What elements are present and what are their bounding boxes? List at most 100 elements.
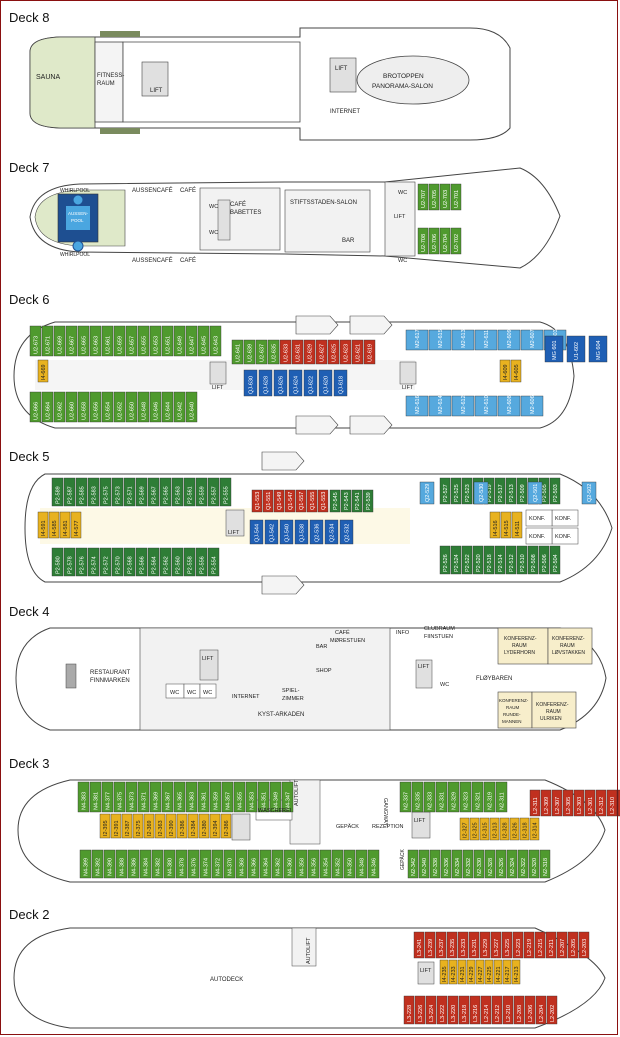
cabin: [480, 995, 492, 1025]
cabin: [520, 395, 544, 417]
cabin-label: U2-701: [454, 190, 460, 208]
cabin-label: U2-665: [82, 336, 88, 354]
cabin-label: U2-673: [34, 336, 40, 354]
cabin-label: P2-555: [224, 486, 230, 504]
cabin: [490, 931, 502, 959]
label-gepaeck-a: GEPÄCK: [336, 823, 359, 830]
cabin: [510, 359, 522, 383]
cabin-label: I4-515: [504, 520, 510, 536]
cabin-label: I2-325: [473, 822, 479, 838]
cabin: [29, 391, 42, 423]
brotoppen-ellipse: [356, 55, 470, 105]
cabin-label: U2-702: [454, 234, 460, 252]
autolift-2: [291, 927, 317, 967]
cabin: [413, 931, 425, 959]
label-lift-6a: LIFT: [212, 385, 224, 391]
cabin: [512, 931, 524, 959]
cabin-label: QJ-624: [294, 376, 300, 394]
wc-block-7: [384, 181, 416, 257]
cabin-label: P2-573: [116, 486, 122, 504]
cabin: [351, 489, 363, 513]
cabin: [79, 849, 92, 879]
cabin-label: L3-241: [417, 939, 423, 956]
cabin-label: P2-585: [80, 486, 86, 504]
cabin-label: P2-545: [333, 492, 339, 510]
label-k3-2: RAUM: [506, 705, 520, 710]
cabin: [546, 995, 558, 1025]
cabin-label: U2-655: [142, 336, 148, 354]
label-lift-7: LIFT: [394, 214, 406, 220]
cabin: [578, 931, 590, 959]
cabin: [75, 547, 88, 577]
cabin-label: N4-392: [96, 858, 102, 876]
label-restaurant-1: RESTAURANT: [90, 670, 131, 676]
cabin: [439, 959, 449, 985]
cabin: [484, 959, 494, 985]
cabin-label: Q2-534: [330, 524, 336, 542]
cabin-label: I2-369: [147, 820, 153, 836]
label-k3-3: RUNDE-: [503, 712, 521, 717]
cabin-label: P2-568: [128, 556, 134, 574]
cabin-label: N4-370: [228, 858, 234, 876]
cabin-label: U1-602: [574, 342, 580, 360]
cabin-label: N4-362: [276, 858, 282, 876]
cabin-label: U2-635: [272, 344, 278, 362]
cabin-label: Q1-553: [321, 492, 327, 510]
cabin-label: N4-376: [192, 858, 198, 876]
cabin: [428, 395, 452, 417]
cabin: [544, 335, 564, 363]
cabin: [505, 477, 517, 505]
cabin-label: P2-587: [68, 486, 74, 504]
cabin: [127, 849, 140, 879]
cabin-label: P2-570: [116, 556, 122, 574]
cabin-label: N4-365: [178, 792, 184, 810]
cabin: [556, 931, 568, 959]
cabin: [51, 547, 64, 577]
railing-bottom: [100, 128, 140, 134]
label-cafe-bottom: CAFÉ: [180, 257, 196, 264]
cabin-label: I4-609: [503, 364, 509, 380]
cabin-label: N4-347: [286, 792, 292, 810]
cabin-label: N2-333: [428, 792, 434, 810]
cabin: [529, 817, 540, 841]
cabin-label: L2-223: [516, 939, 522, 956]
cabin-label: N2-326: [499, 858, 505, 876]
cabin: [187, 849, 200, 879]
cabin: [284, 489, 296, 513]
autolift-3: [289, 779, 321, 845]
sauna-area: [29, 36, 96, 129]
cabin: [319, 849, 332, 879]
cabin-label: N4-364: [264, 858, 270, 876]
cabin-label: P2-520: [476, 554, 482, 572]
cabin-label: L2-214: [484, 1005, 490, 1022]
deck-6-title: Deck 6: [9, 292, 50, 307]
cabin: [137, 781, 150, 813]
label-konf-3: KONF.: [529, 534, 546, 540]
cabin: [497, 329, 521, 351]
lift-block-a: [141, 61, 169, 97]
cabin: [89, 391, 102, 423]
cabin: [125, 391, 138, 423]
cabin-label: QJ-620: [324, 376, 330, 394]
cabin: [473, 481, 489, 505]
cabin: [461, 545, 473, 575]
cabin: [48, 511, 60, 539]
cabin: [339, 519, 354, 545]
cabin: [527, 545, 539, 575]
cabin-label: I4-213: [514, 966, 520, 982]
cabin-label: L2-210: [506, 1005, 512, 1022]
konferenz-ulriken: [531, 691, 577, 729]
cabin: [540, 789, 552, 817]
cabin-label: N4-374: [204, 858, 210, 876]
cabin-label: P2-509: [520, 484, 526, 502]
cabin: [466, 959, 476, 985]
whirlpool-top: [72, 194, 84, 206]
cabin: [137, 325, 150, 357]
cabin-label: I4-581: [63, 520, 69, 536]
cabin: [195, 477, 208, 507]
cabin: [37, 359, 49, 383]
cabin: [367, 849, 380, 879]
cabin-label: U2-662: [58, 402, 64, 420]
cabin: [340, 489, 352, 513]
